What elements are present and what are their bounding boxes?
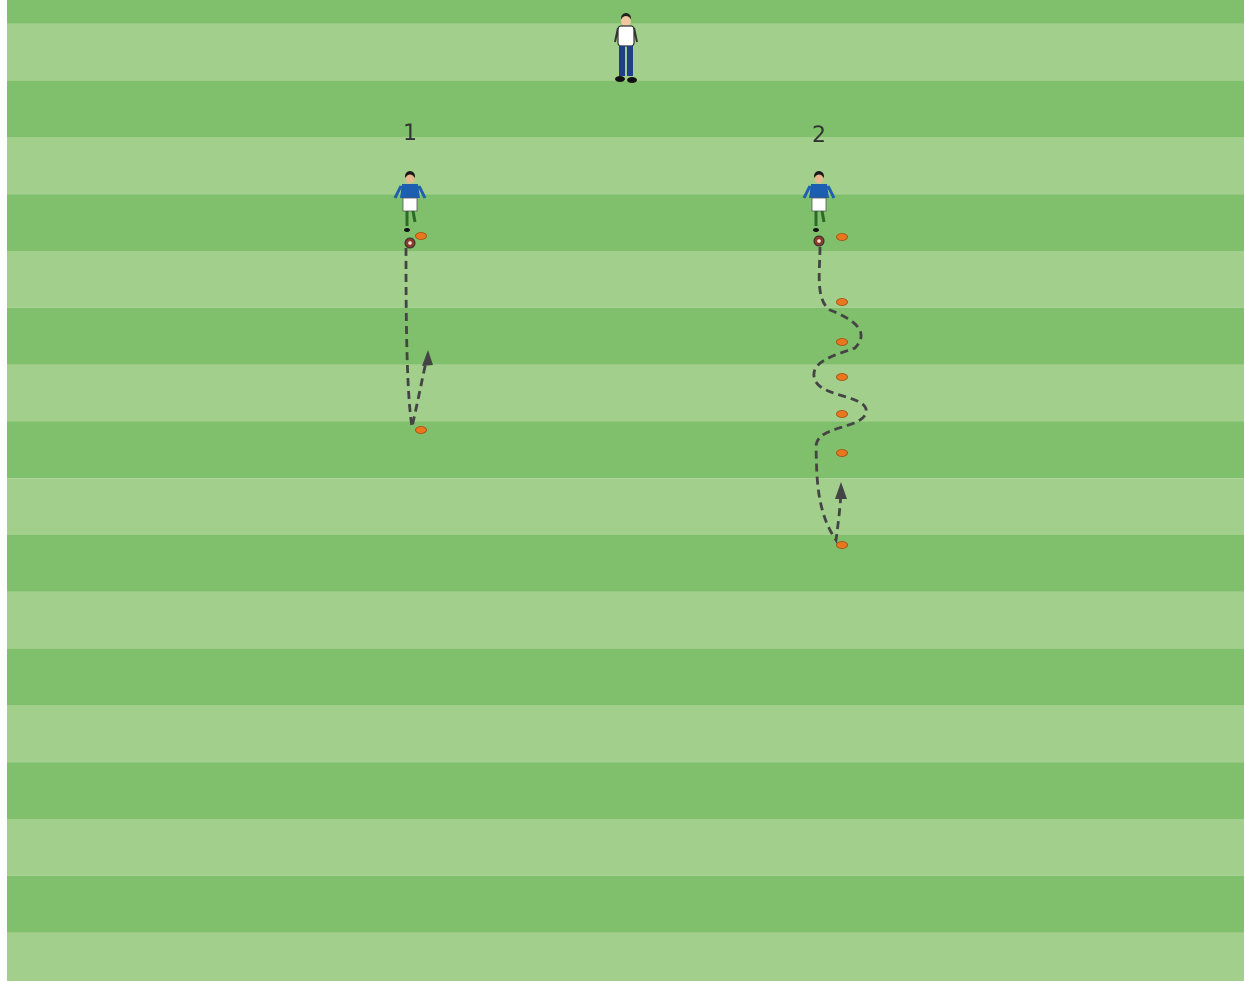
pitch-stripe [7, 762, 1244, 819]
pitch-stripe [7, 933, 1244, 981]
cone-icon [416, 427, 427, 434]
pitch-stripe [7, 705, 1244, 762]
pitch-stripe [7, 308, 1244, 365]
pitch-stripe [7, 194, 1244, 251]
pitch-stripe [7, 81, 1244, 138]
cone-icon [837, 411, 848, 418]
cone-icon [837, 450, 848, 457]
cone-icon [837, 234, 848, 241]
pitch-stripe [7, 137, 1244, 194]
pitch-stripe [7, 251, 1244, 308]
pitch-stripe [7, 819, 1244, 876]
station-label-2: 2 [812, 123, 826, 148]
pitch-stripe [7, 649, 1244, 706]
ball-icon [814, 236, 824, 246]
station-label-1: 1 [403, 121, 417, 146]
pitch-stripe [7, 421, 1244, 478]
cone-icon [837, 299, 848, 306]
cone-icon [837, 374, 848, 381]
cone-icon [416, 233, 427, 240]
cone-icon [837, 339, 848, 346]
pitch-stripe [7, 535, 1244, 592]
pitch-stripe [7, 876, 1244, 933]
pitch-stripe [7, 592, 1244, 649]
ball-icon [405, 238, 415, 248]
pitch-stripe [7, 478, 1244, 535]
cone-icon [837, 542, 848, 549]
pitch-stripe [7, 365, 1244, 422]
